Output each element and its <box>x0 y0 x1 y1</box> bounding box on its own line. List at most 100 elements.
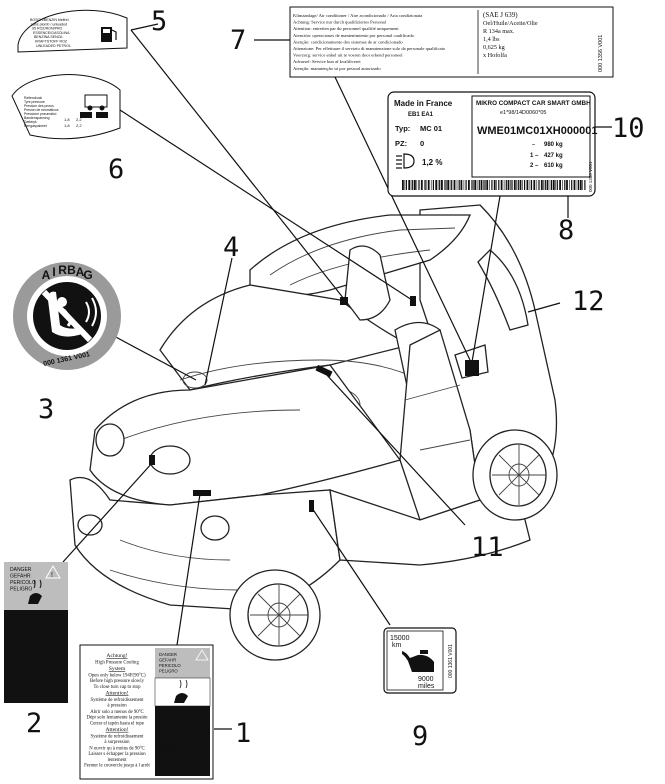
coolant-block-line: Open only below 194F(90°C) <box>88 674 146 679</box>
headlight-icon <box>396 153 415 169</box>
car-pictogram-icon <box>80 94 108 118</box>
barcode-bar <box>552 180 555 190</box>
weight-total: 980 kg <box>544 142 563 148</box>
coolant-block-line: Cerrar el tapón hasta el tope <box>90 721 144 726</box>
label-coolant-large: Achtung!High Pressure CoolingSystemOpen … <box>79 644 214 780</box>
barcode-bar <box>536 180 538 190</box>
approval-text: e1*98/14D0060*05 <box>500 110 547 116</box>
coolant-block-title: System <box>109 666 126 672</box>
barcode-bar <box>474 180 477 190</box>
coolant-block-line: To close turn cap to stop <box>94 685 142 690</box>
callout-12: 12 <box>572 286 605 317</box>
barcode-bar <box>562 180 563 190</box>
warning-word: DANGER <box>159 652 177 657</box>
barcode-bar <box>405 180 407 190</box>
coolant-block-line: High Pressure Cooling <box>95 661 139 666</box>
barcode-bar <box>471 180 472 190</box>
barcode-bar <box>543 180 544 190</box>
barcode-bar <box>498 180 500 190</box>
ignition-line: Ignition off <box>158 711 179 716</box>
ignition-line: Ignição desl. <box>158 748 180 753</box>
barcode-bar <box>578 180 580 190</box>
service-code: 000 1361 V001 <box>448 644 454 678</box>
barcode-bar <box>489 180 490 190</box>
barcode-bar <box>478 180 480 190</box>
barcode-bar <box>408 180 411 190</box>
ignition-line: Sytytys pois <box>7 658 33 664</box>
service-miles-unit: miles <box>418 683 435 690</box>
coolant-block-line: Fermer le couvercle jusqu à l arrêt <box>84 763 150 768</box>
label-service-interval: 15000 km 9000 miles 000 1361 V001 <box>383 627 457 694</box>
tyre-pressure-value: 2,2 <box>76 117 82 122</box>
ac-spec-line: 0,625 kg <box>483 44 505 51</box>
barcode-bar <box>533 180 536 190</box>
barcode-bar <box>529 180 531 190</box>
barcode-bar <box>549 180 551 190</box>
barcode-bar <box>437 180 439 190</box>
ignition-line: Zündung aus <box>7 625 34 631</box>
barcode-bar <box>584 180 586 190</box>
barcode-bar <box>424 180 425 190</box>
barcode-bar <box>513 180 516 190</box>
ignition-line: Couper le contact <box>158 723 190 728</box>
warning-word: PERICOLO <box>10 580 36 586</box>
barcode-bar <box>571 180 573 190</box>
ignition-line: Spento si <box>7 642 27 648</box>
fuel-label-line: ESSENCE/GASOLINA <box>33 31 70 35</box>
svg-text:–: – <box>535 163 539 169</box>
ac-spec-line: R 134a max. <box>483 28 515 35</box>
service-km: 15000 <box>390 635 410 642</box>
barcode-bar <box>418 180 420 190</box>
coolant-block-title: Attention! <box>106 690 129 696</box>
barcode-bar <box>555 180 556 190</box>
vin-text: WME01MC01XH000001 <box>477 125 597 137</box>
ac-label-code: 000 1356 V001 <box>598 35 604 72</box>
ignition-line: Zündung aus <box>158 717 181 722</box>
barcode-bar <box>425 180 427 190</box>
barcode-bar <box>484 180 486 190</box>
ignition-line: Desc. Encendido <box>158 766 189 771</box>
barcode-bar <box>416 180 418 190</box>
fuel-label-line: BOSCH/BENZIN bleifrei <box>30 18 69 22</box>
barcode-bar <box>458 180 460 190</box>
pz-label: PZ: <box>395 139 407 148</box>
eb-text: EB1 EA1 <box>408 112 434 118</box>
ignition-line: Tändning från <box>158 735 184 740</box>
barcode-bar <box>465 180 467 190</box>
barcode-bar <box>476 180 478 190</box>
fuel-label-line: BENZINA SENZA <box>34 35 63 39</box>
coolant-block-line: à pression <box>107 704 127 709</box>
barcode-bar <box>427 180 430 190</box>
barcode-bar <box>522 180 523 190</box>
barcode-bar <box>441 180 443 190</box>
barcode-bar <box>538 180 540 190</box>
coolant-block-line: Abrir solo a menos de 90°C <box>90 710 143 715</box>
callout-5: 5 <box>151 6 167 37</box>
ac-warning-line: Atención: operaciones de mantenimiento p… <box>293 33 415 38</box>
label-ac-refrigerant: Klimaanlage/ Air conditioner / Aire acon… <box>289 6 614 78</box>
barcode-bar <box>493 180 496 190</box>
barcode-bar <box>546 180 549 190</box>
barcode-bar <box>453 180 456 190</box>
warning-word: PERICOLO <box>159 663 181 668</box>
barcode-bar <box>526 180 529 190</box>
barcode-bar <box>511 180 513 190</box>
barcode-bar <box>566 180 568 190</box>
barcode-bar <box>410 180 412 190</box>
barcode-bar <box>559 180 561 190</box>
ignition-line: Ontsteking uitgesch. <box>7 674 50 680</box>
barcode-bar <box>503 180 505 190</box>
coolant-block-line: Before high pressure slowly <box>90 679 145 684</box>
barcode-bar <box>573 180 576 190</box>
tyre-pressure-value: 1,8 <box>64 117 70 122</box>
service-km-unit: km <box>392 642 402 649</box>
ignition-line: Couper le contact <box>7 633 44 639</box>
callout-6: 6 <box>108 154 124 185</box>
svg-text:–: – <box>532 142 535 148</box>
barcode-bar <box>402 180 404 190</box>
barcode-bar <box>510 180 511 190</box>
